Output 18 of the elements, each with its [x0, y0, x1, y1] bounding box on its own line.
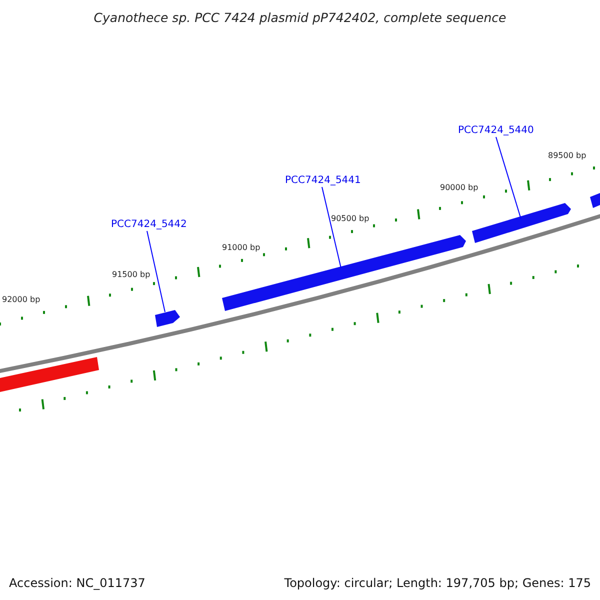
gene-label: PCC7424_5440: [458, 123, 534, 138]
leader-line: [322, 186, 342, 268]
gene-label: PCC7424_5441: [285, 173, 361, 188]
gene-arrow: [155, 310, 180, 327]
gene-label: PCC7424_5442: [111, 217, 187, 232]
title: Cyanothece sp. PCC 7424 plasmid pP742402, complete sequence: [92, 9, 508, 27]
position-label: 92000 bp: [2, 294, 40, 306]
position-label: 91000 bp: [222, 242, 260, 254]
leader-line: [496, 136, 522, 220]
leader-line: [146, 230, 166, 312]
gene-arrow: [222, 235, 466, 311]
gene-arrow: [472, 203, 571, 243]
position-label: 90000 bp: [440, 182, 478, 194]
position-label: 91500 bp: [112, 269, 150, 281]
position-label: 89500 bp: [548, 150, 586, 162]
position-label: 90500 bp: [331, 213, 370, 225]
summary-text: Topology: circular; Length: 197,705 bp; Genes: 175: [284, 575, 591, 592]
accession-text: Accession: NC_011737: [9, 575, 146, 592]
